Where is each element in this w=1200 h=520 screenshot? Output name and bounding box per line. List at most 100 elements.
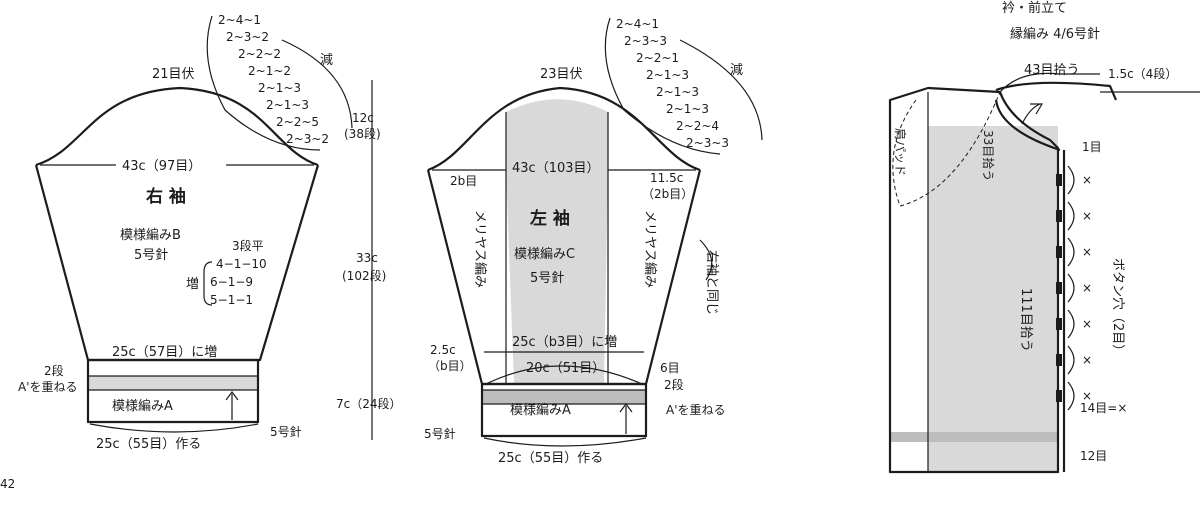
left-cuff-arc bbox=[485, 365, 643, 385]
buttonhole-x: × bbox=[1082, 317, 1092, 331]
band-collar-arrow bbox=[1021, 103, 1044, 125]
band-collar-top bbox=[999, 72, 1100, 93]
right-cuff-height: 7c（24段） bbox=[336, 396, 402, 411]
right-inc-label: 増 bbox=[186, 277, 199, 292]
right-cuff-outline bbox=[86, 358, 260, 424]
buttonhole-x: × bbox=[1082, 389, 1092, 403]
left-side-label-right: メリヤス編み bbox=[642, 210, 658, 288]
right-decrease-brace bbox=[206, 15, 321, 151]
right-inc-row-4: 5−1−1 bbox=[210, 293, 253, 307]
left-cuff-pattern: 模様編みA bbox=[510, 402, 571, 418]
buttonhole-bracket bbox=[1067, 381, 1075, 411]
left-dec-row-8: 2~3~3 bbox=[686, 136, 729, 150]
band-one-row: 1目 bbox=[1082, 140, 1102, 154]
left-cuff-outline bbox=[480, 382, 648, 438]
buttonhole-x: × bbox=[1082, 209, 1092, 223]
left-decrease-brace bbox=[604, 17, 721, 155]
buttonhole-bracket bbox=[1067, 345, 1075, 375]
left-dec-row-4: 2~1~3 bbox=[646, 68, 689, 82]
left-six-sts: 6目 bbox=[660, 361, 680, 375]
left-edge-sts: 2b目 bbox=[450, 174, 477, 188]
right-dec-row-6: 2~1~3 bbox=[266, 98, 309, 112]
left-pattern: 模様編みC bbox=[514, 246, 575, 262]
left-cuff-needle: 5号針 bbox=[424, 426, 456, 441]
buttonhole-x: × bbox=[1082, 353, 1092, 367]
left-sleeve-cap-outline bbox=[427, 86, 701, 172]
left-needle: 5号針 bbox=[530, 271, 564, 286]
right-two-rows: 2段 bbox=[44, 363, 64, 378]
right-top-bind: 21目伏 bbox=[152, 67, 195, 82]
left-dec-label: 減 bbox=[730, 62, 743, 78]
right-dec-label: 減 bbox=[320, 52, 333, 68]
left-cuff-arrow bbox=[619, 403, 633, 434]
buttonhole-mark bbox=[1056, 246, 1062, 258]
left-dec-row-3: 2~2~1 bbox=[636, 51, 679, 65]
left-sleeve-title: 左 袖 bbox=[530, 208, 570, 229]
left-sleeve-center-panel bbox=[506, 99, 608, 384]
right-dec-row-5: 2~1~3 bbox=[258, 81, 301, 95]
right-dec-row-7: 2~2~5 bbox=[276, 115, 319, 129]
right-cap-height: 12c bbox=[352, 111, 374, 125]
right-cuff-pattern: 模様編みA bbox=[112, 398, 173, 414]
band-spacing-note: 14目=× bbox=[1080, 401, 1127, 415]
front-band-diagram: 衿・前立て 縁編み 4/6号針 43目拾う 1.5c（4段） 33目拾う 1目 … bbox=[888, 0, 1200, 474]
right-sleeve-title: 右 袖 bbox=[146, 186, 186, 207]
right-sleeve-cap-outline bbox=[35, 86, 319, 167]
band-pickup-top: 43目拾う bbox=[1024, 63, 1080, 78]
left-dec-row-6: 2~1~3 bbox=[666, 102, 709, 116]
right-inc-row-1: 3段平 bbox=[232, 238, 264, 253]
right-inc-row-2: 4−1−10 bbox=[216, 257, 267, 271]
left-same-as: 右袖と同じ bbox=[704, 250, 719, 315]
buttonhole-mark bbox=[1056, 282, 1062, 294]
left-right-edge-sts: （2b目） bbox=[642, 187, 693, 201]
right-increase-brace bbox=[203, 261, 213, 306]
left-top-bind: 23目伏 bbox=[540, 67, 583, 82]
buttonhole-bracket bbox=[1067, 201, 1075, 231]
left-cast-on-brace bbox=[483, 437, 647, 447]
buttonhole-x: × bbox=[1082, 173, 1092, 187]
band-pickup-front: 111目拾う bbox=[1018, 288, 1033, 352]
right-cuff-arrow bbox=[225, 391, 239, 420]
right-inc-row-3: 6−1−9 bbox=[210, 275, 253, 289]
left-margin-sts: （b目） bbox=[428, 359, 472, 373]
band-corner-width: 1.5c（4段） bbox=[1108, 66, 1177, 81]
right-body-height: 33c bbox=[356, 251, 378, 265]
left-margin: 2.5c bbox=[430, 343, 456, 357]
band-body-shade bbox=[928, 126, 1058, 472]
band-subtitle: 縁編み 4/6号針 bbox=[1010, 26, 1100, 42]
left-dec-row-5: 2~1~3 bbox=[656, 85, 699, 99]
left-side-label-left: メリヤス編み bbox=[472, 210, 488, 288]
buttonhole-x: × bbox=[1082, 245, 1092, 259]
right-cuff-increase: 25c（57目）に増 bbox=[112, 345, 217, 360]
left-cuff-width: 20c（51目） bbox=[526, 361, 605, 376]
right-dec-row-4: 2~1~2 bbox=[248, 64, 291, 78]
right-dec-row-2: 2~3~2 bbox=[226, 30, 269, 44]
left-dec-row-2: 2~3~3 bbox=[624, 34, 667, 48]
left-dec-row-1: 2~4~1 bbox=[616, 17, 659, 31]
right-decrease-brace-outer bbox=[281, 39, 353, 129]
buttonhole-bracket bbox=[1067, 273, 1075, 303]
right-width: 43c（97目） bbox=[122, 159, 201, 174]
right-dec-row-3: 2~2~2 bbox=[238, 47, 281, 61]
band-hem-shade bbox=[890, 432, 1058, 442]
right-overlap: A'を重ねる bbox=[18, 380, 78, 394]
right-cuff-needle: 5号針 bbox=[270, 424, 302, 439]
right-cuff-shade bbox=[88, 376, 258, 390]
band-pickup-neck: 33目拾う bbox=[981, 130, 996, 181]
buttonhole-mark bbox=[1056, 210, 1062, 222]
right-cap-rows: (38段) bbox=[344, 126, 381, 141]
left-cast-on: 25c（55目）作る bbox=[498, 451, 603, 466]
left-right-edge: 11.5c bbox=[650, 171, 683, 185]
buttonhole-bracket bbox=[1067, 165, 1075, 195]
right-cast-on: 25c（55目）作る bbox=[96, 437, 201, 452]
band-shoulder-pad: 肩パッド bbox=[893, 128, 908, 176]
right-body-rows: (102段) bbox=[342, 268, 386, 283]
left-width: 43c（103目） bbox=[512, 161, 600, 176]
buttonhole-bracket bbox=[1067, 237, 1075, 267]
left-increase: 25c（b3目）に増 bbox=[512, 335, 617, 350]
left-sleeve-diagram: 23目伏 2~4~1 2~3~3 2~2~1 2~1~3 2~1~3 2~1~3… bbox=[424, 17, 763, 466]
right-cast-on-brace bbox=[89, 423, 259, 433]
left-cuff-shade bbox=[482, 390, 646, 404]
band-buttonhole-note: ボタン穴（2目） bbox=[1110, 258, 1125, 357]
buttonhole-x: × bbox=[1082, 281, 1092, 295]
